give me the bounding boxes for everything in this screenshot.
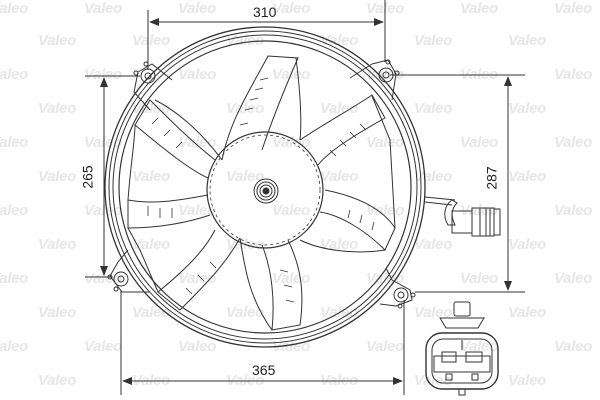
dimension-287 (390, 74, 525, 293)
fan-shroud (104, 26, 426, 348)
fan-blades (127, 55, 396, 331)
dimension-label-365: 365 (252, 362, 276, 378)
mounting-lug-bottom-left (107, 249, 150, 293)
dimension-label-310: 310 (253, 4, 277, 20)
connector-side-view (424, 196, 501, 237)
blade-hatching (147, 77, 375, 303)
connector-front-view (425, 301, 499, 396)
dimension-label-287: 287 (483, 166, 500, 190)
fan-hub (206, 131, 324, 249)
dimension-365 (120, 290, 405, 395)
dimension-310 (147, 0, 386, 70)
mounting-lug-top-left (133, 61, 173, 111)
dimension-label-265: 265 (79, 165, 96, 189)
mounting-lug-bottom-right (379, 267, 416, 309)
mounting-lug-top-right (349, 59, 400, 101)
